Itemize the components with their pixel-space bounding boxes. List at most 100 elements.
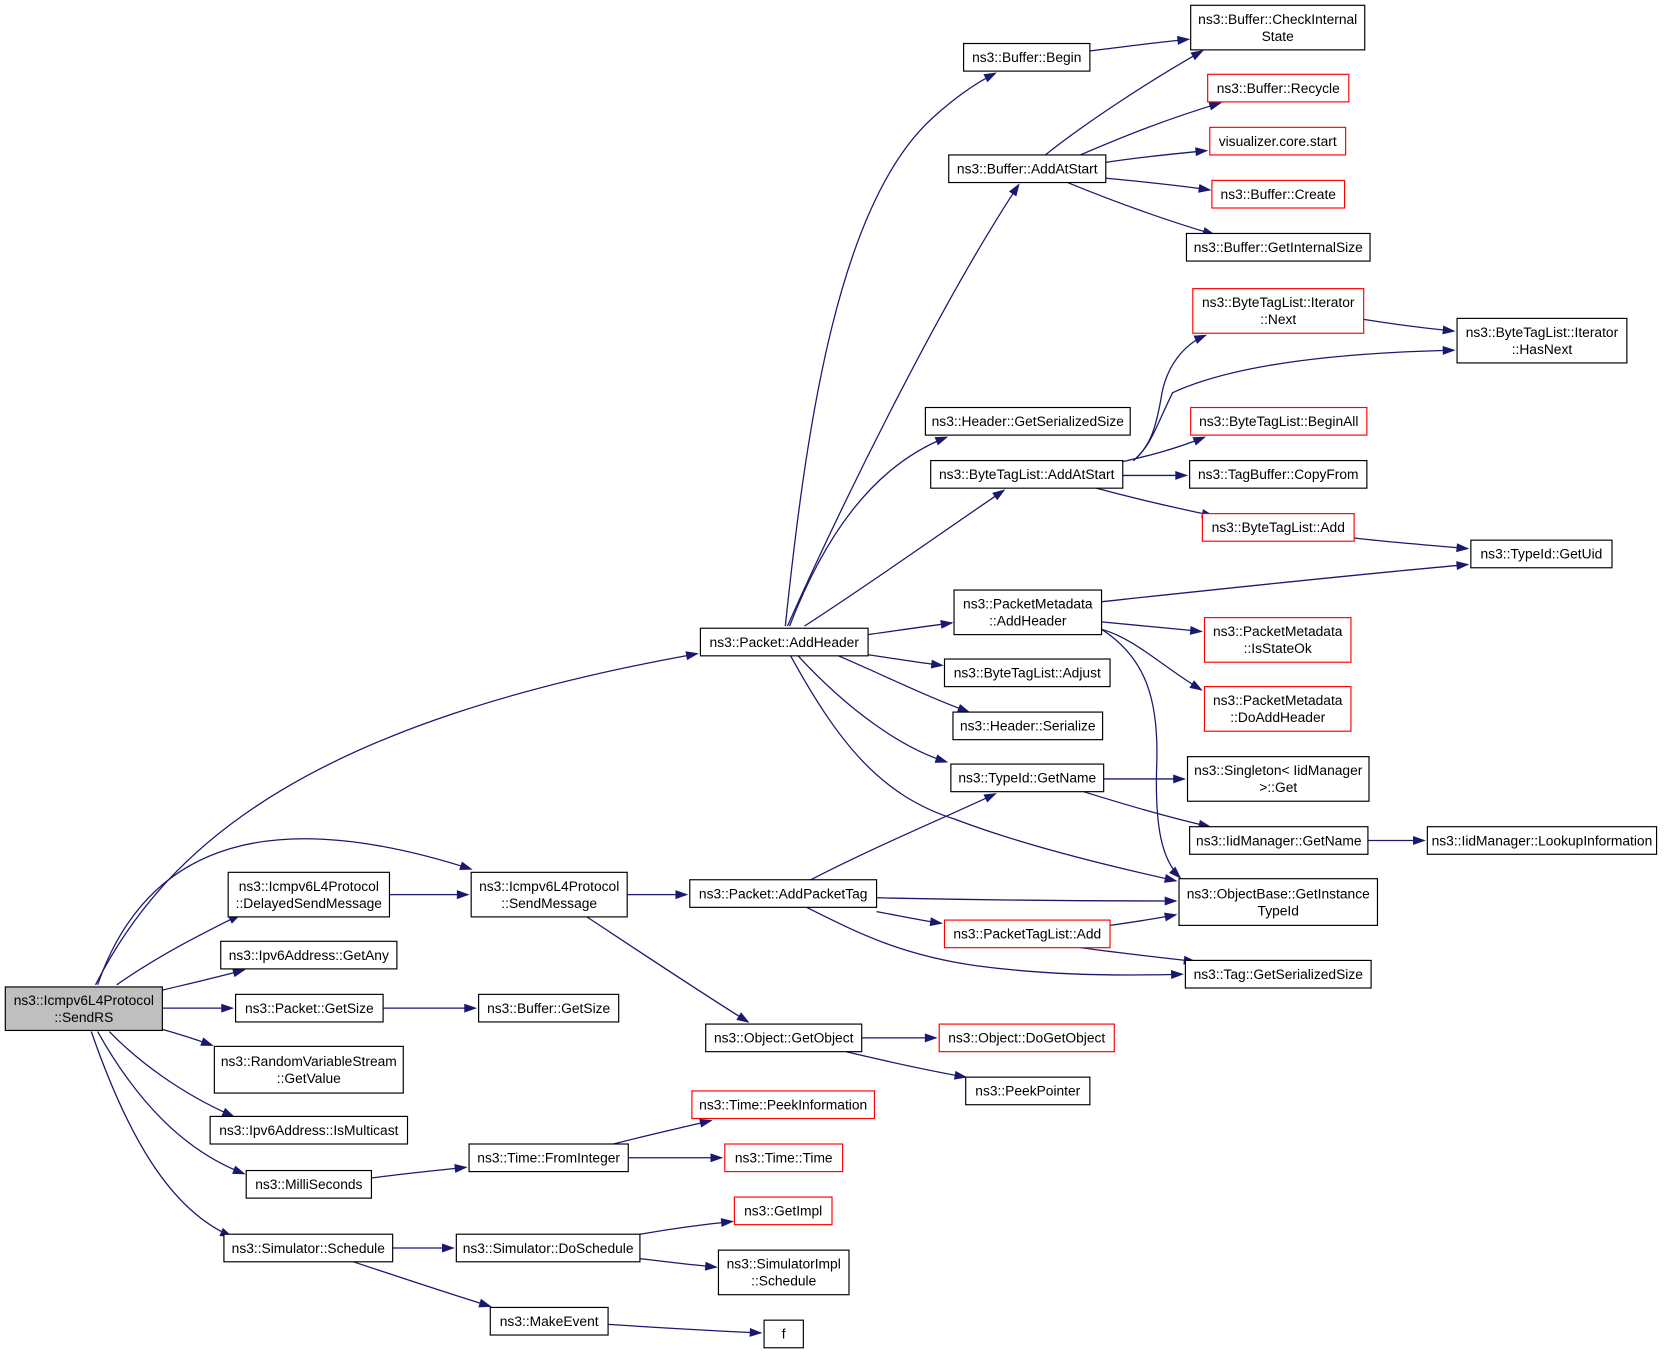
node-box (1203, 686, 1352, 732)
node-timetime[interactable]: ns3::Time::Time (724, 1143, 844, 1173)
node-makeevent[interactable]: ns3::MakeEvent (489, 1306, 609, 1336)
node-pmisok[interactable]: ns3::PacketMetadata::IsStateOk (1203, 617, 1352, 663)
node-addpkttag[interactable]: ns3::Packet::AddPacketTag (689, 879, 878, 908)
node-btlhasnext[interactable]: ns3::ByteTagList::Iterator::HasNext (1456, 317, 1628, 364)
node-bcreate[interactable]: ns3::Buffer::Create (1211, 179, 1346, 209)
node-dogetobj[interactable]: ns3::Object::DoGetObject (938, 1023, 1115, 1053)
node-hser[interactable]: ns3::Header::Serialize (952, 711, 1104, 741)
node-hgetser[interactable]: ns3::Header::GetSerializedSize (924, 406, 1131, 436)
node-label: ns3::ByteTagList::Add (1212, 520, 1345, 535)
edge-baddstart-to-vizstart (1105, 147, 1209, 163)
node-bgetsize[interactable]: ns3::Buffer::GetSize (478, 993, 620, 1023)
node-btlnext[interactable]: ns3::ByteTagList::Iterator::Next (1192, 288, 1365, 334)
node-bbegin[interactable]: ns3::Buffer::Begin (963, 42, 1091, 72)
node-box (1470, 539, 1613, 569)
node-box (220, 940, 398, 970)
edge-getobject-to-peekptr (845, 1051, 968, 1080)
node-label: ns3::IidManager::GetName (1196, 833, 1362, 848)
node-lookup[interactable]: ns3::IidManager::LookupInformation (1426, 826, 1658, 855)
node-label: >::Get (1259, 780, 1297, 795)
edge-root-to-addheader (94, 651, 699, 986)
arrowhead-icon (983, 72, 997, 83)
arrowhead-icon (478, 1298, 492, 1308)
node-f[interactable]: f (763, 1319, 804, 1349)
node-box (930, 459, 1124, 489)
node-label: ::GetValue (277, 1071, 341, 1086)
node-box (953, 589, 1103, 636)
edge-line (94, 653, 698, 986)
node-box (1185, 232, 1371, 262)
edge-line (784, 72, 996, 627)
arrowhead-icon (1163, 874, 1178, 883)
edge-line (1080, 947, 1196, 963)
node-getvalue[interactable]: ns3::RandomVariableStream::GetValue (213, 1045, 404, 1094)
node-box (733, 1196, 833, 1226)
arrowhead-icon (710, 1153, 724, 1163)
node-iidgetname[interactable]: ns3::IidManager::GetName (1189, 826, 1369, 855)
node-box (235, 993, 384, 1023)
node-label: ns3::TypeId::GetName (958, 771, 1096, 786)
node-dosched[interactable]: ns3::Simulator::DoSchedule (455, 1233, 641, 1263)
node-peekptr[interactable]: ns3::PeekPointer (965, 1076, 1091, 1106)
node-addheader[interactable]: ns3::Packet::AddHeader (699, 627, 869, 657)
node-simimpl[interactable]: ns3::SimulatorImpl::Schedule (717, 1249, 850, 1296)
node-ptladd[interactable]: ns3::PacketTagList::Add (943, 919, 1111, 949)
edge-ptladd-to-objbase (1109, 912, 1178, 927)
node-vizstart[interactable]: visualizer.core.start (1209, 126, 1347, 156)
node-getany[interactable]: ns3::Ipv6Address::GetAny (220, 940, 398, 970)
node-baddstart[interactable]: ns3::Buffer::AddAtStart (948, 154, 1107, 184)
node-delayed[interactable]: ns3::Icmpv6L4Protocol::DelayedSendMessag… (227, 871, 391, 918)
node-simsched[interactable]: ns3::Simulator::Schedule (223, 1233, 394, 1263)
node-getimpl[interactable]: ns3::GetImpl (733, 1196, 833, 1226)
node-label: ns3::Object::DoGetObject (948, 1031, 1105, 1046)
node-pgetsize[interactable]: ns3::Packet::GetSize (235, 993, 384, 1023)
edge-pmaddhdr-to-pmdoadd (1101, 628, 1203, 691)
node-box (948, 154, 1107, 184)
node-fromint[interactable]: ns3::Time::FromInteger (468, 1143, 629, 1173)
node-btladjust[interactable]: ns3::ByteTagList::Adjust (943, 658, 1111, 688)
edge-pmaddhdr-to-objbase (1101, 628, 1182, 879)
node-box (717, 1249, 850, 1296)
node-brecycle[interactable]: ns3::Buffer::Recycle (1207, 73, 1350, 103)
edge-addheader-to-btladdstart (804, 489, 1006, 627)
node-box (1178, 878, 1379, 926)
node-sendmsg[interactable]: ns3::Icmpv6L4Protocol::SendMessage (470, 871, 628, 918)
node-tidgetname[interactable]: ns3::TypeId::GetName (950, 763, 1105, 793)
node-tbcopy[interactable]: ns3::TagBuffer::CopyFrom (1189, 459, 1368, 489)
node-btladdstart[interactable]: ns3::ByteTagList::AddAtStart (930, 459, 1124, 489)
node-bgetint[interactable]: ns3::Buffer::GetInternalSize (1185, 232, 1371, 262)
edge-btladdstart-to-btlhasnext (1132, 345, 1456, 462)
node-box (724, 1143, 844, 1173)
node-ismulti[interactable]: ns3::Ipv6Address::IsMulticast (209, 1115, 409, 1145)
edge-line (1080, 102, 1221, 156)
node-pmdoadd[interactable]: ns3::PacketMetadata::DoAddHeader (1203, 686, 1352, 732)
node-box (1190, 406, 1368, 436)
node-box (943, 919, 1111, 949)
node-box (1190, 4, 1366, 51)
node-pmaddhdr[interactable]: ns3::PacketMetadata::AddHeader (953, 589, 1103, 636)
node-label: ns3::ByteTagList::Iterator (1202, 295, 1355, 310)
node-label: f (782, 1327, 786, 1342)
edge-ptladd-to-taggetser (1080, 947, 1197, 965)
node-box (689, 879, 878, 908)
edge-line (1363, 318, 1454, 332)
node-singleton[interactable]: ns3::Singleton< IidManager>::Get (1186, 756, 1370, 802)
node-getobject[interactable]: ns3::Object::GetObject (705, 1023, 863, 1053)
node-label: ns3::Singleton< IidManager (1194, 763, 1363, 778)
arrowhead-icon (221, 1107, 235, 1118)
arrowhead-icon (1164, 896, 1178, 906)
node-peekinfo[interactable]: ns3::Time::PeekInformation (691, 1090, 876, 1120)
node-btladd[interactable]: ns3::ByteTagList::Add (1201, 513, 1355, 542)
node-label: visualizer.core.start (1219, 134, 1337, 149)
edge-line (1132, 349, 1454, 462)
node-btlbeginall[interactable]: ns3::ByteTagList::BeginAll (1190, 406, 1368, 436)
node-getuid[interactable]: ns3::TypeId::GetUid (1470, 539, 1613, 569)
edge-line (876, 897, 1176, 902)
node-milli[interactable]: ns3::MilliSeconds (245, 1169, 373, 1199)
node-taggetser[interactable]: ns3::Tag::GetSerializedSize (1184, 959, 1372, 989)
node-box (1207, 73, 1350, 103)
node-box (1189, 826, 1369, 855)
node-box (924, 406, 1131, 436)
